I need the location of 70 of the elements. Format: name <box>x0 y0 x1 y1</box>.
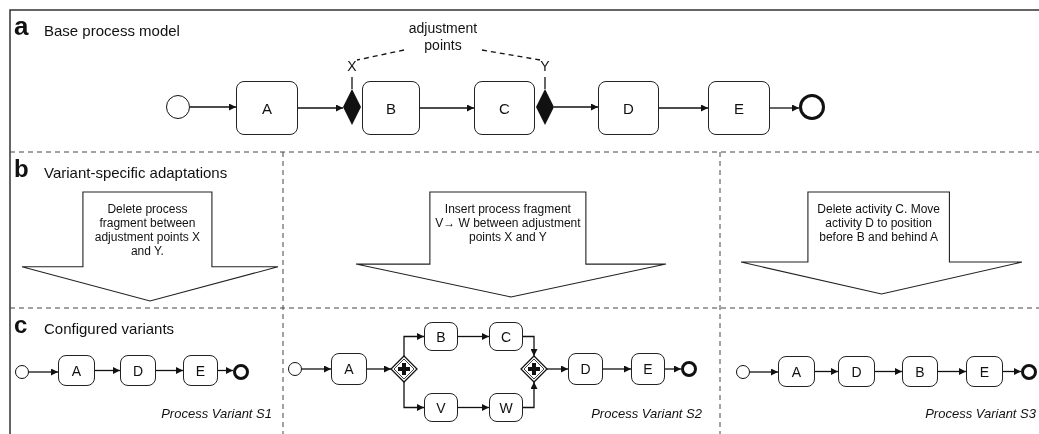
task-box: A <box>236 81 298 135</box>
sequence-flow-arrow <box>457 404 490 411</box>
panel-title: Base process model <box>44 22 180 39</box>
panel-letter: c <box>14 312 28 338</box>
end-event-circle <box>233 364 249 380</box>
task-box: D <box>598 81 659 135</box>
adaptation-arrow: Delete process fragment between adjustment points X and Y. <box>21 192 279 302</box>
parallel-gateway-diamond <box>391 356 417 382</box>
task-box: E <box>708 81 770 135</box>
sequence-flow-arrow <box>749 368 779 376</box>
sequence-flow-arrow <box>602 365 632 373</box>
sequence-flow-arrow <box>522 381 538 409</box>
task-box: W <box>489 393 523 422</box>
sequence-flow-arrow <box>403 381 425 411</box>
end-event-circle <box>681 361 697 377</box>
task-box: B <box>424 322 458 351</box>
start-event-circle <box>736 365 750 379</box>
annotation-text: adjustment points <box>398 20 488 54</box>
variant-caption: Process Variant S3 <box>925 406 1036 421</box>
end-event-circle <box>799 94 825 120</box>
task-box: D <box>120 355 156 386</box>
sequence-flow-arrow <box>297 104 344 112</box>
end-event-circle <box>1021 364 1037 380</box>
task-box: E <box>183 355 218 386</box>
sequence-flow-arrow <box>28 368 59 376</box>
leader-line <box>481 49 541 61</box>
variant-caption: Process Variant S2 <box>591 406 702 421</box>
sequence-flow-arrow <box>217 367 234 374</box>
task-box: C <box>474 81 535 135</box>
variant-caption: Process Variant S1 <box>161 406 272 421</box>
task-box: E <box>966 356 1003 387</box>
task-box: D <box>838 356 875 387</box>
sequence-flow-arrow <box>769 104 800 112</box>
sequence-flow-arrow <box>94 367 121 374</box>
leader-line <box>356 49 405 61</box>
sequence-flow-arrow <box>664 365 682 373</box>
panel-letter: b <box>14 156 29 182</box>
sequence-flow-arrow <box>553 103 599 111</box>
task-box: B <box>902 356 938 387</box>
task-box: A <box>778 356 815 387</box>
sequence-flow-arrow <box>403 333 425 357</box>
panel-letter: a <box>14 12 29 40</box>
panel-title: Configured variants <box>44 320 175 337</box>
start-event-circle <box>288 362 302 376</box>
sequence-flow-arrow <box>457 333 490 340</box>
parallel-gateway-diamond <box>521 356 547 382</box>
sequence-flow-arrow <box>1002 368 1022 375</box>
start-event-circle <box>15 365 29 379</box>
sequence-flow-arrow <box>155 367 184 374</box>
adaptation-arrow: Delete activity C. Move activity D to position before B and behind A <box>740 192 1023 295</box>
adaptation-arrow: Insert process fragment V→ W between adjustment points X and Y <box>355 192 667 298</box>
sequence-flow-arrow <box>366 365 392 373</box>
task-box: V <box>424 393 458 422</box>
panel-title: Variant-specific adaptations <box>44 164 228 181</box>
sequence-flow-arrow <box>937 368 967 375</box>
task-box: C <box>489 322 523 351</box>
start-event-circle <box>166 95 190 119</box>
sequence-flow-arrow <box>189 103 237 111</box>
task-box: D <box>568 353 603 385</box>
sequence-flow-arrow <box>522 335 538 357</box>
sequence-flow-arrow <box>546 365 569 373</box>
sequence-flow-arrow <box>874 368 903 375</box>
task-box: A <box>331 353 367 385</box>
sequence-flow-arrow <box>301 365 332 373</box>
task-box: A <box>58 355 95 386</box>
sequence-flow-arrow <box>658 104 709 112</box>
task-box: E <box>631 353 665 385</box>
sequence-flow-arrow <box>814 368 839 375</box>
task-box: B <box>362 81 420 135</box>
sequence-flow-arrow <box>419 104 475 112</box>
